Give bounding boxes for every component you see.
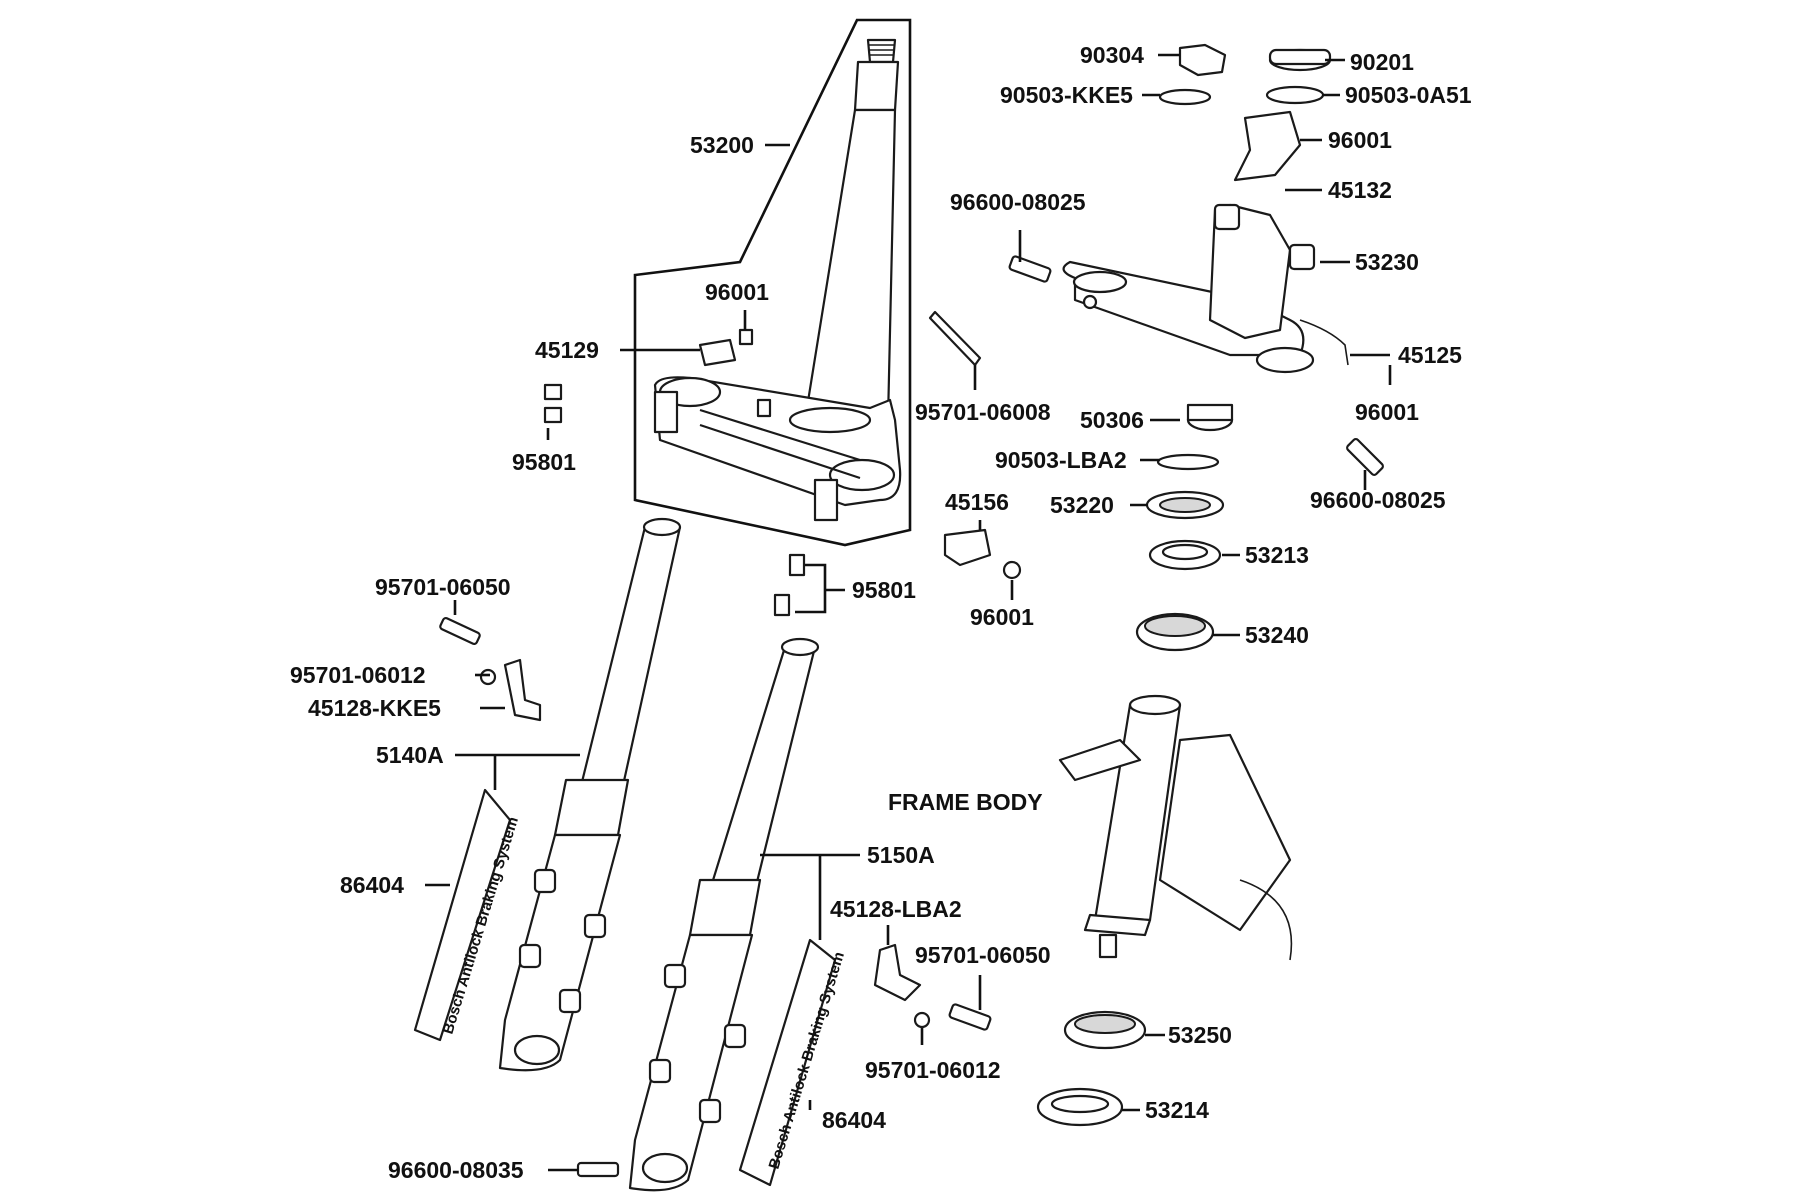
frame-body-label: FRAME BODY: [888, 789, 1043, 815]
abs-decal-left: Bosch Antilock Braking System: [413, 788, 522, 1042]
callout-96600-08035: 96600-08035: [388, 1157, 524, 1183]
leader-lines: [425, 53, 1392, 1172]
stem-assembly-outline: [633, 18, 912, 547]
callout-86404-left: 86404: [340, 872, 404, 898]
callout-45129: 45129: [535, 337, 599, 363]
callout-45125: 45125: [1398, 342, 1462, 368]
callout-95701-06050-right: 95701-06050: [915, 942, 1051, 968]
bolts-and-clamps-drawing: [439, 255, 1384, 1178]
callout-90503-0a51: 90503-0A51: [1345, 82, 1472, 108]
callout-45132: 45132: [1328, 177, 1392, 203]
callout-96001-stem: 96001: [705, 279, 769, 305]
callout-96001-bridge: 96001: [1355, 399, 1419, 425]
right-fork-drawing: [628, 637, 820, 1192]
callout-45156: 45156: [945, 489, 1009, 515]
callout-53220: 53220: [1050, 492, 1114, 518]
callout-95701-06050-left: 95701-06050: [375, 574, 511, 600]
callout-53200: 53200: [690, 132, 754, 158]
callout-90304: 90304: [1080, 42, 1144, 68]
callout-95701-06012-right: 95701-06012: [865, 1057, 1001, 1083]
callout-90503-kke5: 90503-KKE5: [1000, 82, 1133, 108]
callout-96600-08025-top: 96600-08025: [950, 189, 1086, 215]
callout-45128-lba2: 45128-LBA2: [830, 896, 962, 922]
callout-90503-lba2: 90503-LBA2: [995, 447, 1127, 473]
top-bridge-drawing: [1062, 203, 1349, 374]
callout-96600-08025-bottom: 96600-08025: [1310, 487, 1446, 513]
callout-95801-lower: 95801: [852, 577, 916, 603]
headset-parts-drawing: [1036, 43, 1332, 1127]
callout-5140a: 5140A: [376, 742, 444, 768]
callout-5150a: 5150A: [867, 842, 935, 868]
callout-53250: 53250: [1168, 1022, 1232, 1048]
callout-95801-upper: 95801: [512, 449, 576, 475]
callout-90201: 90201: [1350, 49, 1414, 75]
steering-stem-drawing: [653, 38, 902, 522]
callout-53230: 53230: [1355, 249, 1419, 275]
callout-53213: 53213: [1245, 542, 1309, 568]
callout-96001-clamp: 96001: [970, 604, 1034, 630]
callout-50306: 50306: [1080, 407, 1144, 433]
callout-95701-06008: 95701-06008: [915, 399, 1051, 425]
callout-labels: 90304 90201 90503-KKE5 90503-0A51 96001 …: [290, 42, 1472, 1183]
callout-96001-top: 96001: [1328, 127, 1392, 153]
callout-45128-kke5: 45128-KKE5: [308, 695, 441, 721]
left-fork-drawing: [498, 517, 682, 1072]
callout-53214: 53214: [1145, 1097, 1209, 1123]
frame-body-drawing: [1058, 694, 1293, 961]
callout-86404-right: 86404: [822, 1107, 886, 1133]
abs-decal-right: Bosch Antilock Braking System: [738, 938, 848, 1187]
callout-95701-06012-left: 95701-06012: [290, 662, 426, 688]
callout-53240: 53240: [1245, 622, 1309, 648]
